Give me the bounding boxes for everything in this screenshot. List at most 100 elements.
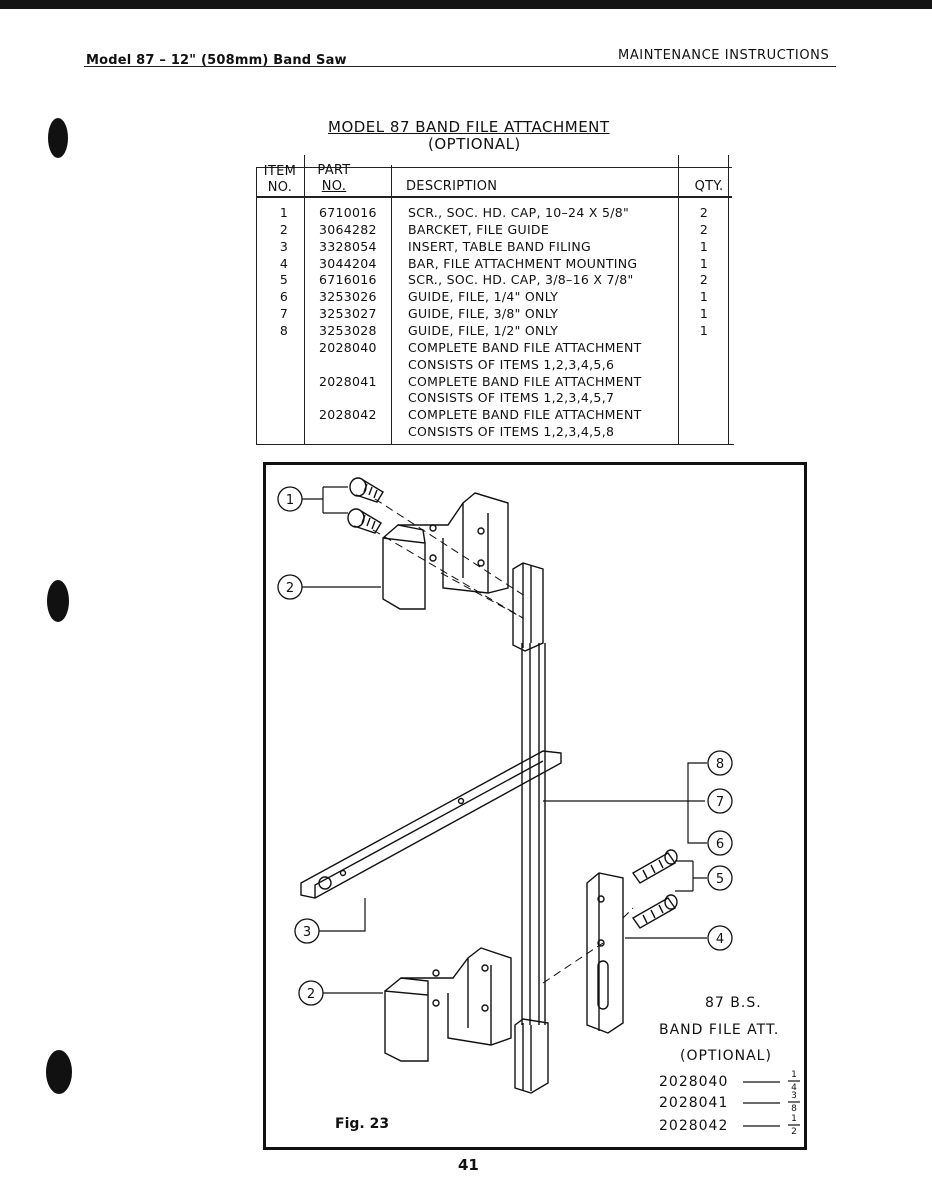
header-rule: [84, 66, 836, 67]
fraction-2-num: 3: [791, 1091, 797, 1101]
item-cell: 1: [279, 205, 289, 220]
part-number-cell: 3328054: [319, 238, 377, 254]
punch-hole-bottom: [46, 1050, 72, 1094]
description-cell: SCR., SOC. HD. CAP, 3/8–16 X 7/8": [408, 272, 634, 288]
item-cell: 5: [279, 272, 289, 288]
description-cell: CONSISTS OF ITEMS 1,2,3,4,5,8: [408, 424, 615, 440]
callout-3: 3: [303, 925, 311, 940]
table-row: 2028041 COMPLETE BAND FILE ATTACHMENT: [256, 374, 732, 391]
note-dashes: [743, 1080, 800, 1127]
table-top-rule: [256, 167, 732, 168]
note-code-1: 2028040: [659, 1074, 728, 1090]
table-row: CONSISTS OF ITEMS 1,2,3,4,5,7: [256, 390, 732, 407]
note-code-2: 2028041: [659, 1095, 728, 1111]
description-cell: SCR., SOC. HD. CAP, 10–24 X 5/8": [408, 205, 630, 220]
description-cell: GUIDE, FILE, 3/8" ONLY: [408, 306, 559, 322]
fraction-1-den: 4: [791, 1083, 797, 1093]
part-number-cell: 3253027: [319, 306, 377, 322]
assembly-lines: [372, 498, 634, 984]
header-part-line1: PART: [317, 163, 351, 178]
header-description: DESCRIPTION: [406, 179, 498, 194]
figure-caption: Fig. 23: [335, 1116, 390, 1132]
part-number-cell: 6710016: [319, 205, 377, 220]
callout-6: 6: [716, 837, 724, 852]
qty-cell: 2: [699, 272, 709, 288]
callout-4: 4: [716, 932, 724, 947]
callout-circles: [277, 486, 733, 1006]
fraction-2-den: 8: [791, 1104, 797, 1114]
header-part-line2: NO.: [321, 179, 347, 194]
table-row: CONSISTS OF ITEMS 1,2,3,4,5,6: [256, 357, 732, 374]
note-line1: 87 B.S.: [705, 995, 762, 1011]
table-row: 2028040 COMPLETE BAND FILE ATTACHMENT: [256, 340, 732, 357]
callout-7: 7: [716, 795, 724, 810]
table-row: 3 3328054 INSERT, TABLE BAND FILING 1: [256, 239, 732, 256]
table-row: 2028042 COMPLETE BAND FILE ATTACHMENT: [256, 407, 732, 424]
item-cell: 4: [279, 255, 289, 271]
header-item: ITEM NO.: [256, 164, 304, 196]
qty-cell: 1: [699, 238, 709, 254]
description-cell: BAR, FILE ATTACHMENT MOUNTING: [408, 255, 638, 271]
exploded-view-drawing: 1 2 8 7 6 5 4 3 2 87 B.S. BAND FILE ATT.…: [277, 477, 800, 1137]
qty-cell: 1: [699, 306, 709, 322]
table-row: 2 3064282 BARCKET, FILE GUIDE 2: [256, 222, 732, 239]
callout-2-lower: 2: [307, 987, 315, 1002]
callout-5: 5: [716, 872, 724, 887]
table-row: CONSISTS OF ITEMS 1,2,3,4,5,8: [256, 424, 732, 441]
header-model: Model 87 – 12" (508mm) Band Saw: [86, 53, 347, 68]
header-qty: QTY.: [694, 179, 724, 194]
qty-cell: 1: [699, 289, 709, 305]
qty-cell: 2: [699, 205, 709, 220]
note-line3: (OPTIONAL): [680, 1048, 772, 1064]
item-cell: 8: [279, 322, 289, 338]
part-number-cell: 3064282: [319, 221, 377, 237]
description-cell: INSERT, TABLE BAND FILING: [408, 238, 591, 254]
part-number-cell: 2028041: [319, 373, 377, 389]
part-number-cell: 2028042: [319, 407, 377, 423]
item-cell: 2: [279, 221, 289, 237]
part-number-cell: 3253028: [319, 322, 377, 338]
scan-top-edge: [0, 0, 932, 9]
file-attachment-mounting-bar: [586, 872, 624, 1034]
header-item-line2: NO.: [267, 180, 293, 195]
cap-screw-side-lower: [631, 894, 678, 929]
cap-screw-side-upper: [631, 849, 678, 884]
callout-1: 1: [286, 493, 294, 508]
description-cell: BARCKET, FILE GUIDE: [408, 221, 550, 237]
description-cell: CONSISTS OF ITEMS 1,2,3,4,5,7: [408, 390, 615, 406]
callout-2-upper: 2: [286, 581, 294, 596]
parts-table: ITEM NO. PART NO. DESCRIPTION QTY. 1 6710…: [256, 155, 734, 445]
file-guide-upper: [512, 562, 544, 652]
description-cell: GUIDE, FILE, 1/2" ONLY: [408, 322, 559, 338]
qty-cell: 1: [699, 255, 709, 271]
fraction-3-den: 2: [791, 1127, 797, 1137]
description-cell: COMPLETE BAND FILE ATTACHMENT: [408, 407, 642, 423]
description-cell: COMPLETE BAND FILE ATTACHMENT: [408, 339, 642, 355]
table-header-rule: [256, 196, 732, 198]
col-divider-part: [391, 165, 392, 445]
item-cell: 3: [279, 238, 289, 254]
table-subtitle: (OPTIONAL): [428, 135, 521, 153]
header-part: PART NO.: [308, 163, 360, 195]
note-line2: BAND FILE ATT.: [659, 1022, 779, 1038]
cap-screw-lower: [347, 508, 382, 534]
table-right-border: [728, 155, 729, 445]
item-cell: 7: [279, 306, 289, 322]
leader-lines: [302, 486, 707, 994]
part-number-cell: 6716016: [319, 272, 377, 288]
note-code-3: 2028042: [659, 1118, 728, 1134]
table-bottom-rule: [256, 444, 734, 445]
part-number-cell: 2028040: [319, 339, 377, 355]
qty-cell: 2: [699, 221, 709, 237]
file-guide-rails: [521, 643, 546, 1025]
table-title: MODEL 87 BAND FILE ATTACHMENT: [328, 118, 610, 136]
table-row: 1 6710016 SCR., SOC. HD. CAP, 10–24 X 5/8"…: [256, 205, 732, 222]
item-cell: 6: [279, 289, 289, 305]
file-guide-bracket-lower: [384, 947, 512, 1062]
description-cell: COMPLETE BAND FILE ATTACHMENT: [408, 373, 642, 389]
col-divider-desc: [678, 155, 679, 445]
page-number: 41: [458, 1156, 479, 1174]
